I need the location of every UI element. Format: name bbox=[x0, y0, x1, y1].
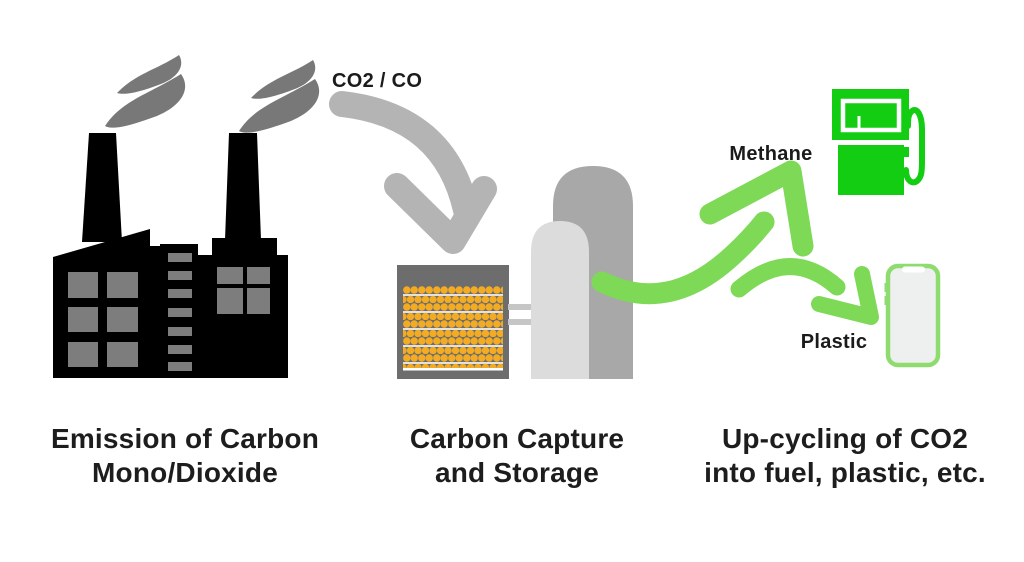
factory-building bbox=[53, 229, 150, 378]
upcycling-caption: Up-cycling of CO2 into fuel, plastic, et… bbox=[680, 422, 1010, 490]
plastic-arrow-icon bbox=[730, 258, 879, 325]
factory-chimney bbox=[225, 133, 261, 240]
storage-tanks-icon bbox=[531, 166, 633, 379]
capture-caption-line1: Carbon Capture bbox=[409, 423, 625, 454]
factory-building bbox=[212, 238, 277, 258]
emission-caption-line1: Emission of Carbon bbox=[50, 423, 320, 454]
pump-hose bbox=[903, 107, 925, 186]
plastic-label: Plastic bbox=[800, 331, 868, 353]
co2-flow-arrow-icon bbox=[329, 91, 497, 254]
emission-caption: Emission of Carbon Mono/Dioxide bbox=[20, 422, 350, 490]
factory-chimney bbox=[82, 133, 122, 242]
emission-caption-line2: Mono/Dioxide bbox=[92, 457, 278, 488]
phone-notch bbox=[902, 266, 925, 273]
methane-arrow-icon bbox=[591, 160, 814, 305]
smoke-icon bbox=[105, 55, 320, 133]
capture-caption: Carbon Capture and Storage bbox=[352, 422, 682, 490]
capture-unit-icon bbox=[397, 265, 536, 379]
fuel-pump-icon bbox=[832, 89, 925, 195]
factory-tower-stripes bbox=[168, 253, 192, 371]
upcycling-caption-line1: Up-cycling of CO2 bbox=[721, 423, 969, 454]
capture-caption-line2: and Storage bbox=[434, 457, 599, 488]
factory-icon bbox=[53, 133, 288, 378]
tank-front bbox=[531, 221, 589, 379]
pump-display bbox=[840, 98, 902, 133]
co2-stream-label: CO2 / CO bbox=[332, 70, 423, 92]
factory-window bbox=[68, 267, 270, 367]
smartphone-icon bbox=[884, 263, 941, 368]
methane-label: Methane bbox=[729, 143, 813, 165]
upcycling-caption-line2: into fuel, plastic, etc. bbox=[704, 457, 986, 488]
